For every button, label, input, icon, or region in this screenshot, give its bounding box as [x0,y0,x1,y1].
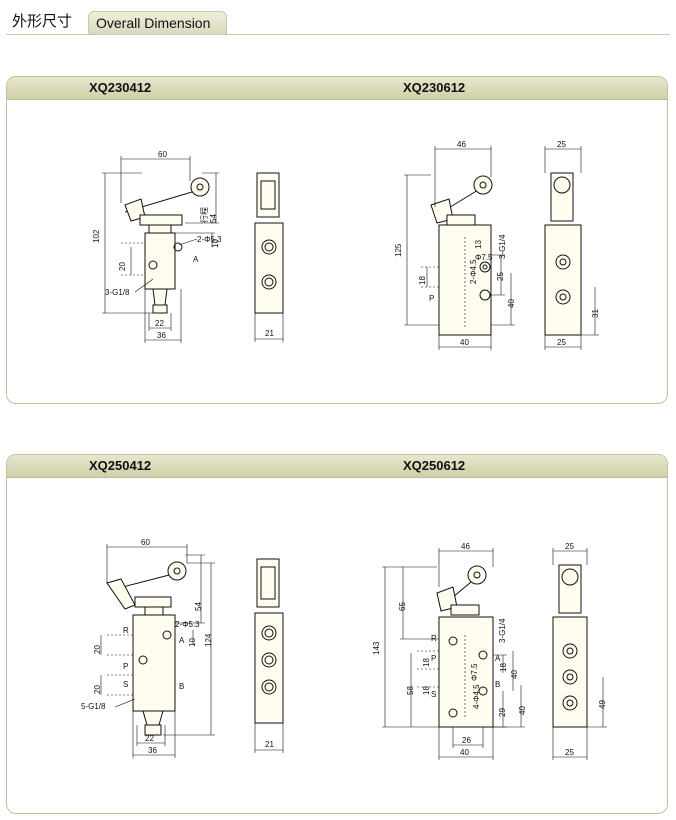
side-view-250612: 25 49 25 [552,542,607,760]
dim-31: 31 [591,309,600,318]
model-label-right: XQ230612 [403,80,466,95]
dim-40-h: 40 [460,338,469,347]
dim-29: 29 [498,708,507,717]
dim-60: 60 [158,150,167,159]
port-callout-g14: 3-G1/4 [498,618,507,643]
title-chinese: 外形尺寸 [12,12,73,30]
dim-40-v: 40 [507,299,516,308]
hole-callout-4: 4-Φ4.5 [472,684,481,709]
side-view-230412: 21 [254,172,284,342]
front-view-230412: 60 102 54 行程 10 20 2-Φ5.3 A 3-G1/8 22 36 [92,150,222,343]
port-r-label: R [123,626,129,635]
stroke-label: 行程 [199,207,209,223]
panel-xq2306: XQ230412 XQ230612 60 102 54 行程 10 [6,76,668,404]
dim-40-h: 40 [460,748,469,757]
model-label-right: XQ250612 [403,458,466,473]
dim-18-b: 18 [422,686,431,695]
port-p-label: P [429,294,434,303]
dim-65: 65 [398,602,407,611]
dimension-drawings: 60 102 54 行程 10 20 2-Φ5.3 A 3-G1/8 22 36 [92,140,600,350]
dim-21-side: 21 [265,740,274,749]
dim-36: 36 [157,331,166,340]
dim-102: 102 [92,229,101,243]
panel-title-bar [7,455,667,478]
panel-xq2506: XQ250412 XQ250612 R P S A B 60 54 [6,454,668,814]
dim-22: 22 [145,734,154,743]
model-label-left: XQ250412 [89,458,152,473]
port-p-label: P [123,662,128,671]
dim-25-top: 25 [557,140,566,149]
dim-25-top: 25 [565,542,574,551]
dim-36: 36 [148,746,157,755]
dim-20: 20 [118,262,127,271]
port-a-label: A [179,636,185,645]
port-s-label: S [123,680,128,689]
dim-10: 10 [188,638,197,647]
port-b-label: B [495,680,500,689]
front-view-250612: R P S A B 46 143 65 58 18 18 4-Φ4.5 Φ7.5… [372,542,527,760]
port-b-label: B [179,682,184,691]
title-english: Overall Dimension [88,11,227,34]
dim-18: 18 [418,276,427,285]
panel-title-bar [7,77,667,100]
port-p-label: P [431,654,436,663]
dim-25-bottom: 25 [557,338,566,347]
dim-25-bottom: 25 [565,748,574,757]
dim-13: 13 [474,240,483,249]
dim-21-side: 21 [265,329,274,338]
dim-20-b: 20 [93,685,102,694]
front-view-230612: 46 125 2-Φ4.5 Φ7.5 3-G1/4 13 18 P 25 40 … [394,140,516,350]
model-label-left: XQ230412 [89,80,152,95]
dim-124: 124 [204,633,213,647]
front-view-250412: R P S A B 60 54 124 2-Φ5.3 20 20 10 5-G1… [81,538,215,758]
dimension-drawings-2: R P S A B 60 54 124 2-Φ5.3 20 20 10 5-G1… [81,538,607,760]
dim-22: 22 [155,319,164,328]
header-rule [6,34,670,35]
side-view-250412: 21 [254,558,284,753]
dim-18-a: 18 [422,658,431,667]
side-view-230612: 25 31 25 [544,140,600,350]
dim-125: 125 [394,243,403,257]
dim-54: 54 [194,602,203,611]
port-a-label: A [495,654,501,663]
section-header: 外形尺寸 Overall Dimension [6,8,670,35]
dim-54: 54 [209,214,218,223]
dim-60: 60 [141,538,150,547]
hole-callout: 2-Φ5.3 [175,620,200,629]
dim-phi-7-5: Φ7.5 [475,253,493,262]
dim-58: 58 [406,686,415,695]
dim-46: 46 [457,140,466,149]
dim-26: 26 [462,736,471,745]
hole-callout: 2-Φ5.3 [197,235,222,244]
port-s-label: S [431,690,436,699]
dim-20-a: 20 [93,645,102,654]
dim-40-v2: 40 [518,706,527,715]
port-r-label: R [431,634,437,643]
dim-49: 49 [598,700,607,709]
dim-25-port: 25 [496,272,505,281]
dim-40-v1: 40 [510,670,519,679]
port-callout: 5-G1/8 [81,702,106,711]
dim-143: 143 [372,641,381,655]
dim-phi-7-5: Φ7.5 [470,663,479,681]
hole-callout-2: 2-Φ4.5 [469,259,478,284]
port-a-label: A [193,255,199,264]
port-callout-g14: 3-G1/4 [498,234,507,259]
dim-18-c: 18 [499,663,508,672]
dim-10: 10 [211,239,220,248]
port-callout: 3-G1/8 [105,288,130,297]
dim-46: 46 [461,542,470,551]
